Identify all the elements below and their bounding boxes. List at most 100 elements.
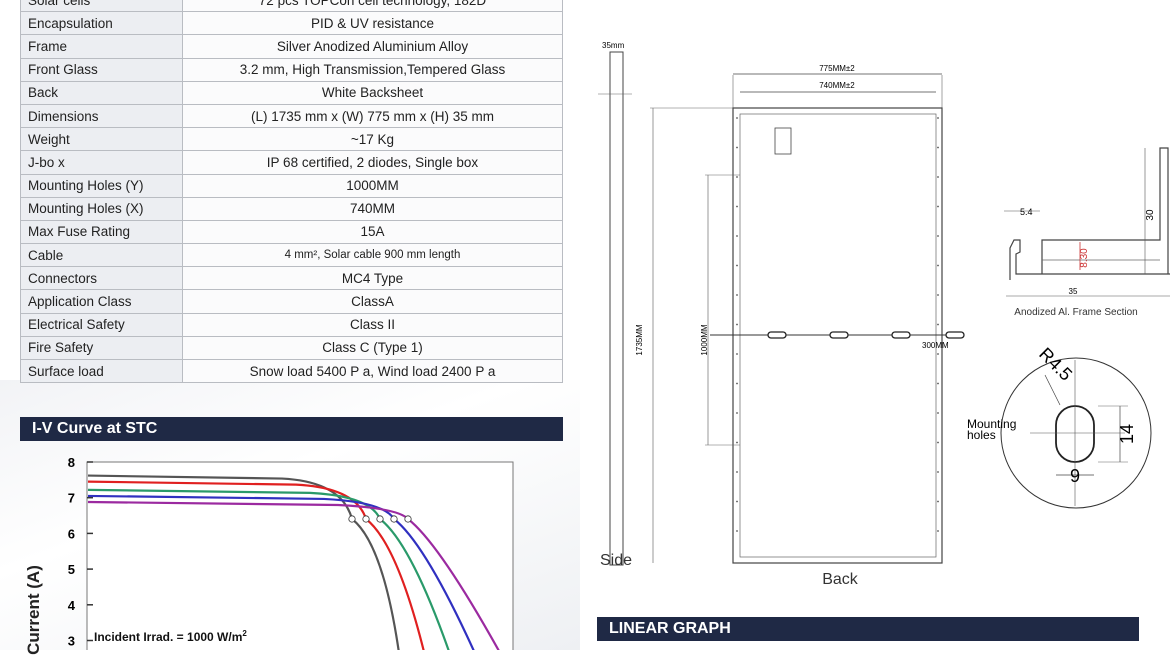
spec-value: Snow load 5400 P a, Wind load 2400 P a bbox=[182, 358, 563, 384]
frame-hole-dot bbox=[736, 264, 738, 267]
connector-2 bbox=[829, 331, 849, 339]
frame-hole-dot bbox=[937, 441, 939, 444]
iv-y-tick: 5 bbox=[68, 562, 75, 577]
frame-hole-dot bbox=[937, 412, 939, 414]
frame-hole-dot bbox=[937, 530, 939, 532]
panel-drawing: 35mm Side 775MM±2 740MM±2 1735MM 1000MM … bbox=[598, 41, 1170, 588]
frame-hole-dot bbox=[736, 500, 738, 503]
junction-box bbox=[774, 127, 792, 155]
side-label: Side bbox=[600, 552, 632, 569]
spec-value: 1000MM bbox=[182, 173, 563, 198]
spec-key: Fire Safety bbox=[20, 335, 183, 361]
frame-hole-dot bbox=[937, 146, 939, 149]
spec-value: ClassA bbox=[182, 289, 563, 314]
spec-key: Front Glass bbox=[20, 57, 183, 82]
frame-hole-dot bbox=[937, 117, 939, 119]
iv-y-tick: 7 bbox=[68, 491, 75, 506]
hole-width-label: 9 bbox=[1070, 466, 1080, 486]
connector-3 bbox=[891, 331, 911, 339]
frame-hole-dot bbox=[736, 441, 738, 444]
iv-y-tick: 4 bbox=[68, 598, 76, 613]
spec-value: 72 pcs TOPCon cell technology, 182D bbox=[182, 0, 563, 13]
spec-key: Mounting Holes (Y) bbox=[20, 173, 183, 198]
hole-height-label: 14 bbox=[1117, 424, 1137, 444]
spec-key: Surface load bbox=[20, 358, 183, 384]
spec-value: Silver Anodized Aluminium Alloy bbox=[182, 34, 563, 59]
frame-hole-dot bbox=[937, 471, 939, 473]
iv-annotation: Incident Irrad. = 1000 W/m2 bbox=[94, 629, 247, 644]
hole-label-1: Mounting bbox=[967, 417, 1016, 431]
spec-value: Class C (Type 1) bbox=[182, 335, 563, 361]
spec-row: Weight~17 Kg bbox=[20, 127, 563, 152]
frame-hole-dot bbox=[736, 176, 738, 178]
spec-key: Frame bbox=[20, 34, 183, 59]
iv-series-line bbox=[87, 500, 500, 650]
frame-hole-dot bbox=[736, 146, 738, 149]
spec-value: 3.2 mm, High Transmission,Tempered Glass bbox=[182, 57, 563, 82]
frame-hole-dot bbox=[937, 294, 939, 296]
spec-key: Solar cells bbox=[20, 0, 183, 13]
side-width-label: 35mm bbox=[602, 41, 625, 50]
length-label: 1735MM bbox=[635, 324, 644, 355]
frame-hole-dot bbox=[736, 353, 738, 355]
width-outer-label: 775MM±2 bbox=[819, 64, 855, 73]
spec-value: IP 68 certified, 2 diodes, Single box bbox=[182, 150, 563, 175]
frame-hole-dot bbox=[937, 264, 939, 267]
spec-row: Mounting Holes (Y)1000MM bbox=[20, 173, 563, 198]
spec-key: Application Class bbox=[20, 289, 183, 314]
hole-label-2: holes bbox=[967, 428, 996, 442]
spec-value: 15A bbox=[182, 219, 563, 245]
iv-y-tick: 8 bbox=[68, 455, 75, 470]
frame-hole-dot bbox=[736, 117, 738, 119]
spec-key: Encapsulation bbox=[20, 11, 183, 36]
spec-key: Electrical Safety bbox=[20, 312, 183, 337]
frame-dim-30: 30 bbox=[1145, 209, 1156, 221]
iv-mpp-point bbox=[362, 515, 370, 523]
spec-key: Mounting Holes (X) bbox=[20, 196, 183, 221]
mounting-hole-detail: R4.5 Mounting holes 14 9 bbox=[967, 344, 1152, 509]
spec-key: Max Fuse Rating bbox=[20, 219, 183, 245]
frame-hole-dot bbox=[937, 235, 939, 237]
cable-length-label: 300MM bbox=[922, 341, 949, 350]
iv-y-tick: 6 bbox=[68, 526, 75, 541]
spec-value: 4 mm², Solar cable 900 mm length bbox=[182, 243, 563, 268]
frame-hole-dot bbox=[937, 205, 939, 208]
spec-value: (L) 1735 mm x (W) 775 mm x (H) 35 mm bbox=[182, 103, 563, 129]
back-label: Back bbox=[822, 571, 859, 588]
spec-row: Mounting Holes (X)740MM bbox=[20, 196, 563, 221]
spec-value: PID & UV resistance bbox=[182, 11, 563, 36]
frame-hole-dot bbox=[937, 353, 939, 355]
frame-hole-dot bbox=[937, 382, 939, 385]
spec-key: Weight bbox=[20, 127, 183, 152]
iv-y-tick: 3 bbox=[68, 634, 75, 649]
iv-chart: 8 7 6 5 4 3 Incident Irrad. = 1000 W/m2 bbox=[68, 455, 514, 650]
side-view-frame bbox=[609, 51, 624, 566]
hole-spacing-label: 1000MM bbox=[700, 324, 709, 355]
spec-key: Connectors bbox=[20, 266, 183, 291]
linear-graph-title: LINEAR GRAPH bbox=[609, 620, 731, 637]
iv-mpp-point bbox=[390, 515, 398, 523]
frame-hole-dot bbox=[736, 412, 738, 414]
frame-dim-54: 5.4 bbox=[1020, 207, 1033, 217]
frame-hole-dot bbox=[736, 294, 738, 296]
frame-hole-dot bbox=[736, 471, 738, 473]
linear-graph-header: LINEAR GRAPH bbox=[597, 617, 1139, 641]
frame-caption: Anodized Al. Frame Section bbox=[1014, 307, 1137, 318]
spec-value: Class II bbox=[182, 312, 563, 337]
spec-key: Dimensions bbox=[20, 103, 183, 129]
iv-mpp-point bbox=[376, 515, 384, 523]
frame-hole-dot bbox=[736, 382, 738, 385]
connector-4 bbox=[945, 331, 965, 339]
frame-hole-dot bbox=[736, 323, 738, 326]
frame-hole-dot bbox=[937, 323, 939, 326]
iv-curve-title: I-V Curve at STC bbox=[32, 420, 158, 437]
iv-mpp-point bbox=[404, 515, 412, 523]
